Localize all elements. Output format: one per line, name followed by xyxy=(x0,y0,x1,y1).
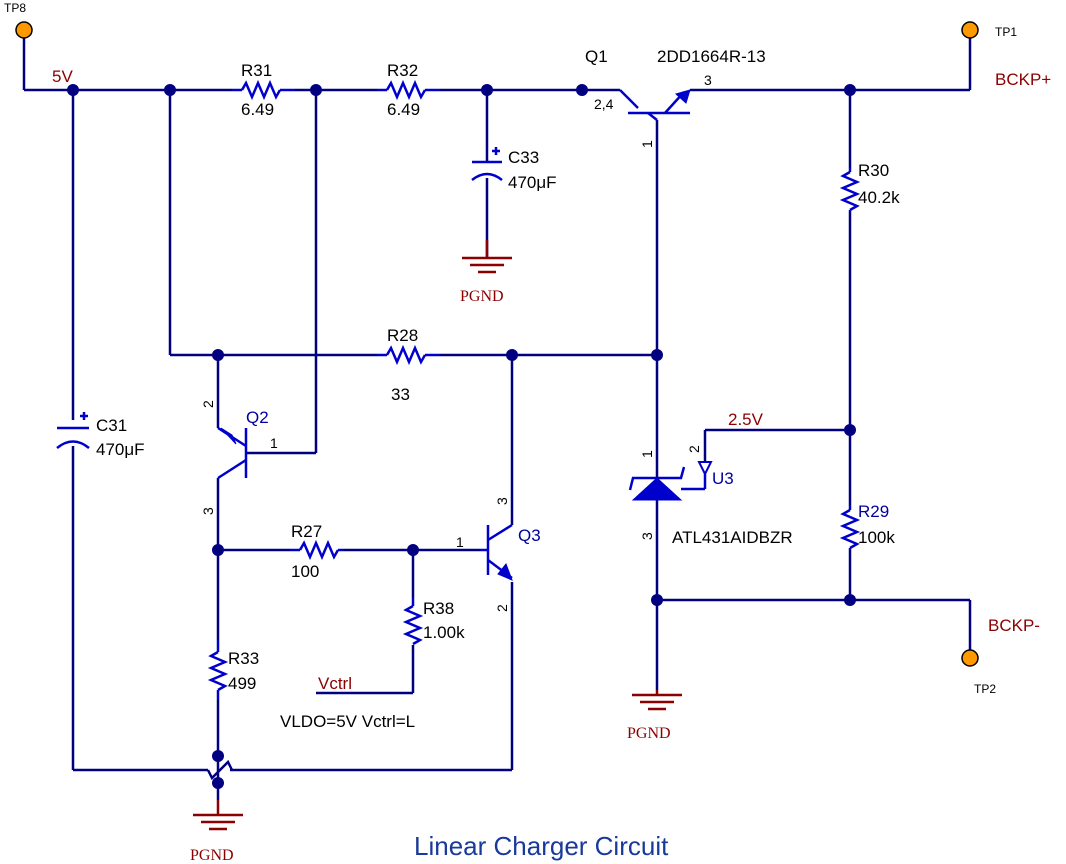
resistor-r29: R29 100k xyxy=(839,502,895,550)
net-label-5v: 5V xyxy=(52,67,73,86)
c31-value: 470μF xyxy=(96,440,145,459)
capacitor-c33: C33 470μF xyxy=(471,147,557,192)
r33-value: 499 xyxy=(228,674,256,693)
q1-part: 2DD1664R-13 xyxy=(657,47,766,66)
r29-value: 100k xyxy=(858,528,895,547)
q2-pin-base: 1 xyxy=(270,435,278,451)
u3-pin-cathode: 1 xyxy=(639,450,655,458)
q2-pin-emitter: 2 xyxy=(200,400,216,408)
r30-ref: R30 xyxy=(858,161,889,180)
u3-pin-anode: 3 xyxy=(639,532,655,540)
tp2-label: TP2 xyxy=(974,682,996,696)
test-point-tp2: TP2 xyxy=(961,649,996,696)
u3-pin-ref: 2 xyxy=(686,445,702,453)
r32-value: 6.49 xyxy=(387,100,420,119)
resistor-r30: R30 40.2k xyxy=(839,161,900,212)
net-label-vctrl: Vctrl xyxy=(318,674,352,693)
q1-pin-base: 2,4 xyxy=(594,96,614,112)
net-label-2v5: 2.5V xyxy=(728,410,764,429)
r31-ref: R31 xyxy=(241,61,272,80)
ground-label-u3: PGND xyxy=(627,725,671,742)
r27-value: 100 xyxy=(291,562,319,581)
test-point-tp1: TP1 xyxy=(961,21,1017,39)
resistor-r33: R33 499 xyxy=(207,640,259,700)
ground-label-main: PGND xyxy=(190,847,234,864)
u3-part: ATL431AIDBZR xyxy=(672,528,793,547)
transistor-q3: Q3 1 3 2 xyxy=(456,497,541,612)
c31-ref: C31 xyxy=(96,416,127,435)
net-label-bckp-minus: BCKP- xyxy=(988,616,1040,635)
q3-pin-emitter: 2 xyxy=(494,604,510,612)
ground-u3: PGND xyxy=(627,690,682,742)
r38-value: 1.00k xyxy=(423,623,465,642)
resistor-r31: R31 6.49 xyxy=(232,61,295,119)
r32-ref: R32 xyxy=(387,61,418,80)
operating-note: VLDO=5V Vctrl=L xyxy=(280,712,415,731)
q1-pin-emitter: 1 xyxy=(639,140,655,148)
tp8-label: TP8 xyxy=(4,1,26,15)
diagram-title: Linear Charger Circuit xyxy=(414,831,669,861)
ground-c33: PGND xyxy=(460,240,512,305)
test-point-tp8: TP8 xyxy=(4,1,33,39)
q2-pin-collector: 3 xyxy=(200,507,216,515)
r31-value: 6.49 xyxy=(241,100,274,119)
tp1-label: TP1 xyxy=(995,25,1017,39)
r27-ref: R27 xyxy=(291,522,322,541)
c33-value: 470μF xyxy=(508,173,557,192)
r30-value: 40.2k xyxy=(858,188,900,207)
r33-ref: R33 xyxy=(228,649,259,668)
q3-pin-base: 1 xyxy=(456,534,464,550)
ground-label-c33: PGND xyxy=(460,288,504,305)
resistor-r32: R32 6.49 xyxy=(377,61,440,119)
r28-value: 33 xyxy=(391,385,410,404)
q1-ref: Q1 xyxy=(585,47,608,66)
junctions xyxy=(67,84,856,789)
u3-ref: U3 xyxy=(712,469,734,488)
c33-ref: C33 xyxy=(508,148,539,167)
transistor-q2: Q2 1 2 3 xyxy=(200,400,278,515)
r29-ref: R29 xyxy=(858,502,889,521)
q3-pin-collector: 3 xyxy=(494,497,510,505)
resistor-r27: R27 100 xyxy=(290,522,344,581)
resistor-r38: R38 1.00k xyxy=(402,598,465,646)
q2-ref: Q2 xyxy=(246,408,269,427)
q1-pin-collector: 3 xyxy=(704,72,712,88)
r28-ref: R28 xyxy=(387,326,418,345)
shunt-reference-u3: U3 ATL431AIDBZR 1 2 3 xyxy=(628,445,793,547)
capacitor-c31: C31 470μF xyxy=(56,412,145,459)
ground-main: PGND xyxy=(190,800,243,864)
resistor-r28: R28 33 xyxy=(377,326,440,404)
q3-ref: Q3 xyxy=(518,526,541,545)
r38-ref: R38 xyxy=(423,599,454,618)
net-label-bckp-plus: BCKP+ xyxy=(995,70,1051,89)
transistor-q1: Q1 2DD1664R-13 2,4 3 1 xyxy=(585,47,766,148)
